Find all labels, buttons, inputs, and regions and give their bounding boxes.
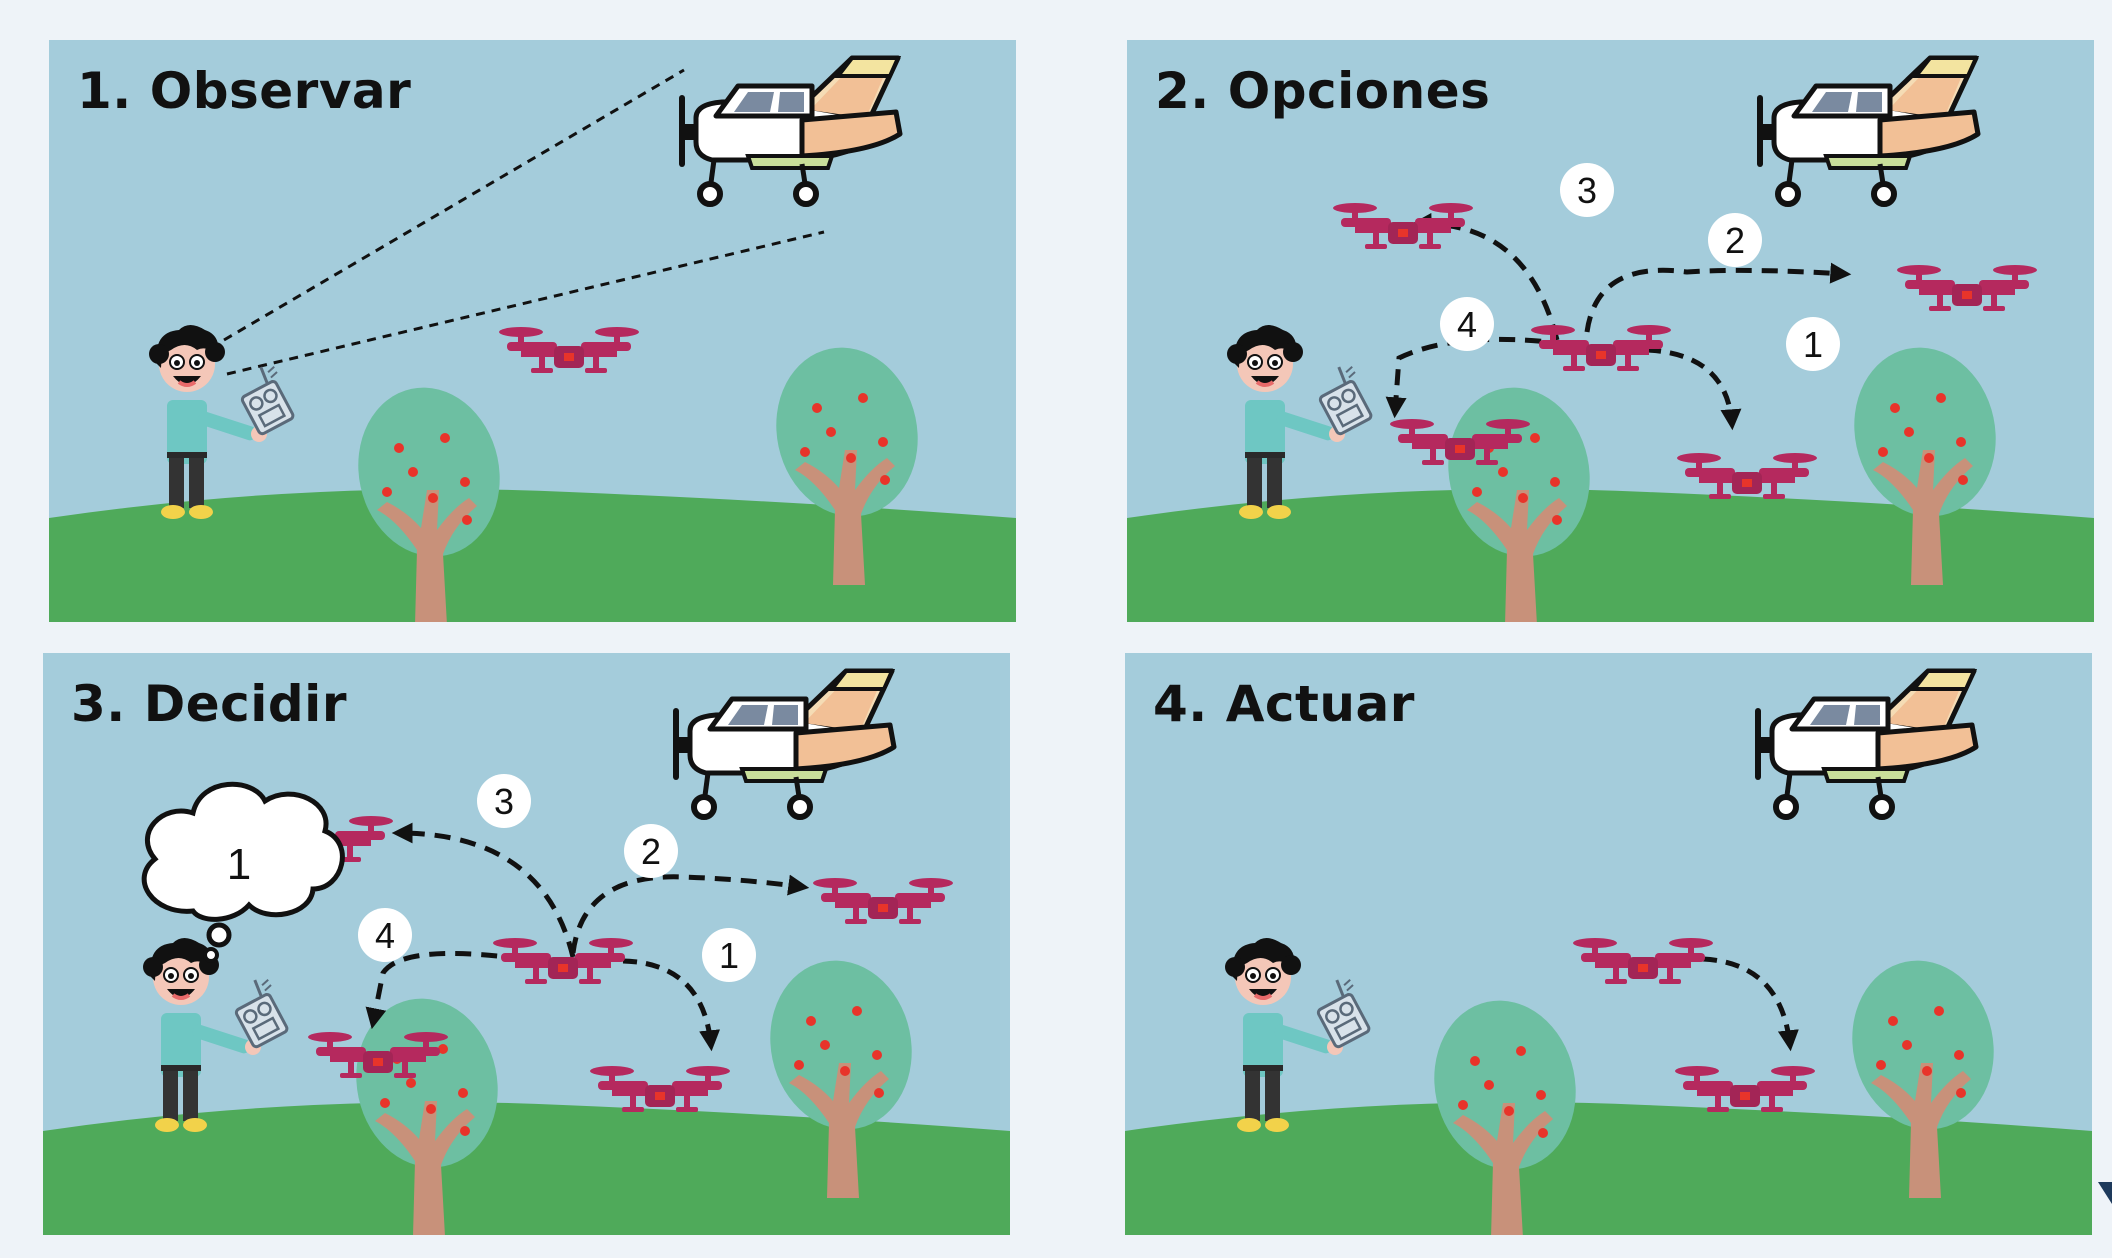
panel-title: 4. Actuar <box>1153 675 1415 733</box>
scene-actuar <box>1125 653 2092 1235</box>
operator-person-icon <box>1225 323 1380 521</box>
operator-person-icon <box>147 323 302 521</box>
option-path-4 <box>1385 336 1568 419</box>
drone-icon <box>499 327 639 373</box>
plane-icon <box>680 58 900 204</box>
option-label-4: 4 <box>1457 304 1477 345</box>
option-badge-2: 2 <box>624 824 678 878</box>
panel-observar: 1. Observar <box>49 40 1016 622</box>
panel-title: 3. Decidir <box>71 675 347 733</box>
action-path <box>1702 956 1799 1052</box>
option-label-2: 2 <box>641 831 661 872</box>
drone-icon <box>1531 325 1671 371</box>
option-label-1: 1 <box>1803 324 1823 365</box>
sight-line-upper <box>223 68 685 342</box>
option-badge-3: 3 <box>1560 163 1614 217</box>
option-path-4 <box>365 950 524 1030</box>
option-path-3 <box>1410 212 1560 341</box>
option-badge-4: 4 <box>1440 297 1494 351</box>
drone-option-1-icon <box>1677 453 1817 499</box>
drone-option-2-icon <box>813 878 953 924</box>
option-label-1: 1 <box>719 935 739 976</box>
thought-bubble: 1 <box>141 781 345 963</box>
thought-choice-label: 1 <box>227 840 251 889</box>
drone-icon <box>493 938 633 984</box>
scene-opciones: 3 2 4 1 <box>1127 40 2094 622</box>
plane-icon <box>674 671 894 817</box>
option-label-4: 4 <box>375 915 395 956</box>
ground <box>43 1102 1010 1235</box>
panel-decidir: 1 3 2 4 1 3. Decidir <box>43 653 1010 1235</box>
option-path-2 <box>1584 262 1852 333</box>
drone-option-3-icon <box>1333 203 1473 249</box>
ground <box>1125 1102 2092 1235</box>
option-path-3 <box>391 822 576 958</box>
operator-person-icon <box>1223 936 1378 1134</box>
operator-person-icon <box>141 936 296 1134</box>
ground <box>1127 489 2094 622</box>
option-badge-2: 2 <box>1708 213 1762 267</box>
panel-title: 2. Opciones <box>1155 62 1491 120</box>
drone-option-1-icon <box>590 1066 730 1112</box>
option-label-3: 3 <box>1577 170 1597 211</box>
panel-actuar: 4. Actuar <box>1125 653 2092 1235</box>
drone-icon <box>1573 938 1713 984</box>
option-path-1 <box>622 958 721 1052</box>
drone-target-icon <box>1675 1066 1815 1112</box>
panel-opciones: 3 2 4 1 2. Opciones <box>1127 40 2094 622</box>
option-badge-1: 1 <box>1786 317 1840 371</box>
option-label-2: 2 <box>1725 220 1745 261</box>
option-badge-4: 4 <box>358 908 412 962</box>
panel-title: 1. Observar <box>77 62 412 120</box>
scene-observar <box>49 40 1016 622</box>
plane-icon <box>1756 671 1976 817</box>
plane-icon <box>1758 58 1978 204</box>
scene-decidir: 1 3 2 4 1 <box>43 653 1010 1235</box>
option-label-3: 3 <box>494 781 514 822</box>
option-badge-1: 1 <box>702 928 756 982</box>
drone-option-2-icon <box>1897 265 2037 311</box>
ground <box>49 489 1016 622</box>
option-path-2 <box>570 874 810 954</box>
option-path-1 <box>1646 347 1742 431</box>
option-badge-3: 3 <box>477 774 531 828</box>
sight-line-lower <box>226 230 825 376</box>
corner-decoration <box>2098 1182 2112 1204</box>
